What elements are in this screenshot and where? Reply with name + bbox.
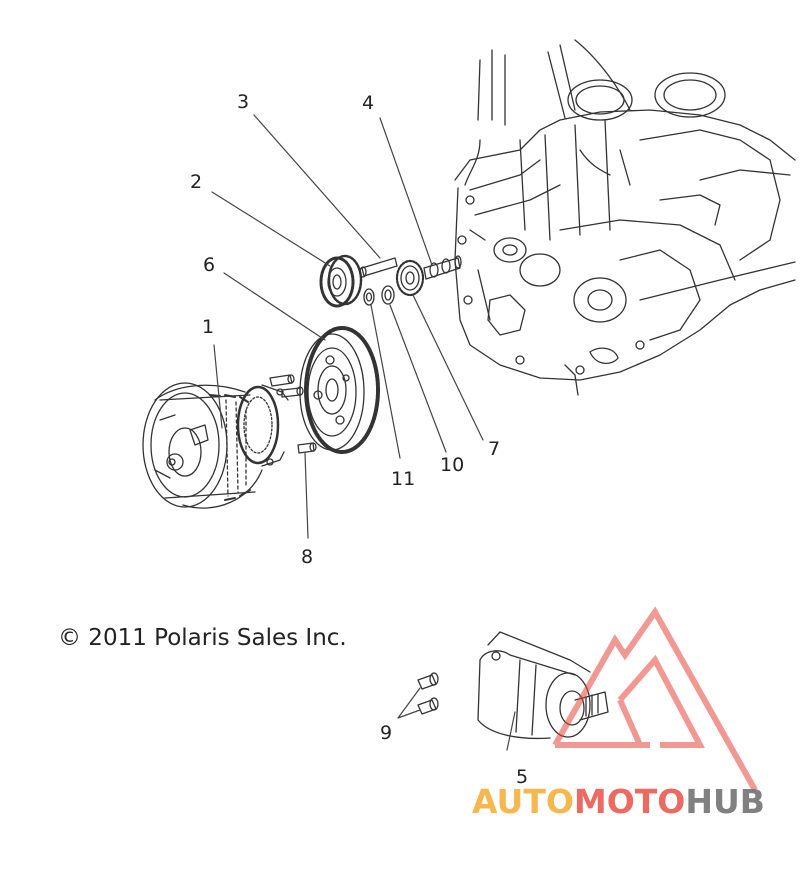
- part-2-idler-gear: [319, 254, 363, 308]
- callout-1: 1: [202, 316, 215, 338]
- engine-block-illustration: [454, 39, 796, 396]
- part-5-starter-motor: [477, 631, 609, 740]
- callout-5: 5: [516, 766, 529, 788]
- part-8-bolts: [269, 374, 317, 454]
- callout-7: 7: [488, 438, 501, 460]
- part-4-shaft: [423, 255, 462, 280]
- triangle-logo-icon: [552, 606, 758, 792]
- part-9-bolts: [417, 672, 439, 715]
- callout-4: 4: [362, 92, 375, 114]
- watermark-part-moto: MOTO: [573, 782, 686, 821]
- callout-10: 10: [440, 454, 465, 476]
- part-10-washer: [381, 285, 395, 305]
- copyright-notice: © 2011 Polaris Sales Inc.: [58, 625, 347, 651]
- callout-3: 3: [237, 91, 250, 113]
- watermark-part-auto: AUTO: [472, 782, 574, 821]
- callout-6: 6: [203, 254, 216, 276]
- callout-11: 11: [391, 468, 416, 490]
- watermark-part-hub: HUB: [685, 782, 765, 821]
- callout-2: 2: [190, 171, 203, 193]
- callout-8: 8: [301, 546, 314, 568]
- part-11-washer: [363, 288, 375, 306]
- watermark-text: AUTOMOTOHUB: [472, 782, 765, 821]
- leader-lines: [211, 114, 516, 751]
- flywheel-illustration: [142, 382, 263, 509]
- part-6-starter-gear: [299, 326, 380, 454]
- part-7-drive-gear: [395, 259, 425, 297]
- callout-9: 9: [380, 722, 393, 744]
- part-3-pin: [359, 257, 398, 278]
